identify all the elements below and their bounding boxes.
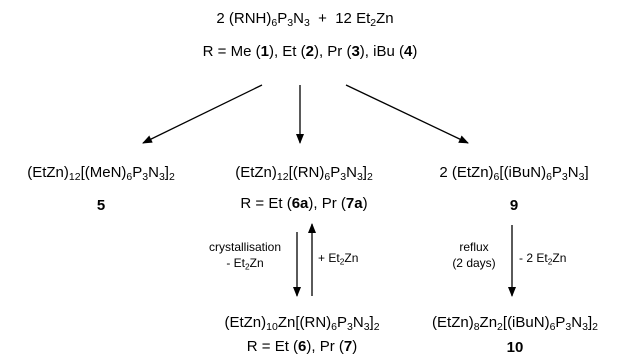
product-10-number: 10 — [506, 339, 524, 356]
product-6-7-formula: (EtZn)10Zn[(RN)6P3N3]2 — [224, 314, 380, 334]
arrow-to-right-product — [345, 84, 469, 144]
product-6a-7a-r-definition: R = Et (6a), Pr (7a) — [240, 195, 368, 212]
product-5-formula: (EtZn)12[(MeN)6P3N3]2 — [27, 164, 175, 184]
r-group-definition: R = Me (1), Et (2), Pr (3), iBu (4) — [202, 43, 418, 60]
product-9-formula: 2 (EtZn)6[(iBuN)6P3N3] — [439, 164, 589, 184]
reactant-equation: 2 (RNH)6P3N3 + 12 Et2Zn — [216, 10, 394, 30]
condition-reflux-line1: reflux — [459, 240, 489, 254]
product-5-number: 5 — [96, 197, 106, 214]
condition-crystallisation-line2: - Et2Zn — [226, 256, 264, 272]
condition-reverse-addition: + Et2Zn — [318, 251, 359, 267]
product-10-formula: (EtZn)8Zn2[(iBuN)6P3N3]2 — [432, 314, 598, 334]
condition-crystallisation: crystallisation - Et2Zn — [199, 240, 291, 272]
condition-reflux-loss: - 2 Et2Zn — [519, 251, 567, 267]
product-6-7-r-definition: R = Et (6), Pr (7) — [246, 338, 358, 355]
condition-crystallisation-line1: crystallisation — [208, 240, 282, 254]
arrow-to-left-product — [142, 84, 263, 144]
condition-reflux: reflux (2 days) — [442, 241, 506, 269]
product-6a-7a-formula: (EtZn)12[(RN)6P3N3]2 — [235, 164, 373, 184]
condition-reflux-line2: (2 days) — [452, 256, 496, 270]
product-9-number: 9 — [509, 197, 519, 214]
